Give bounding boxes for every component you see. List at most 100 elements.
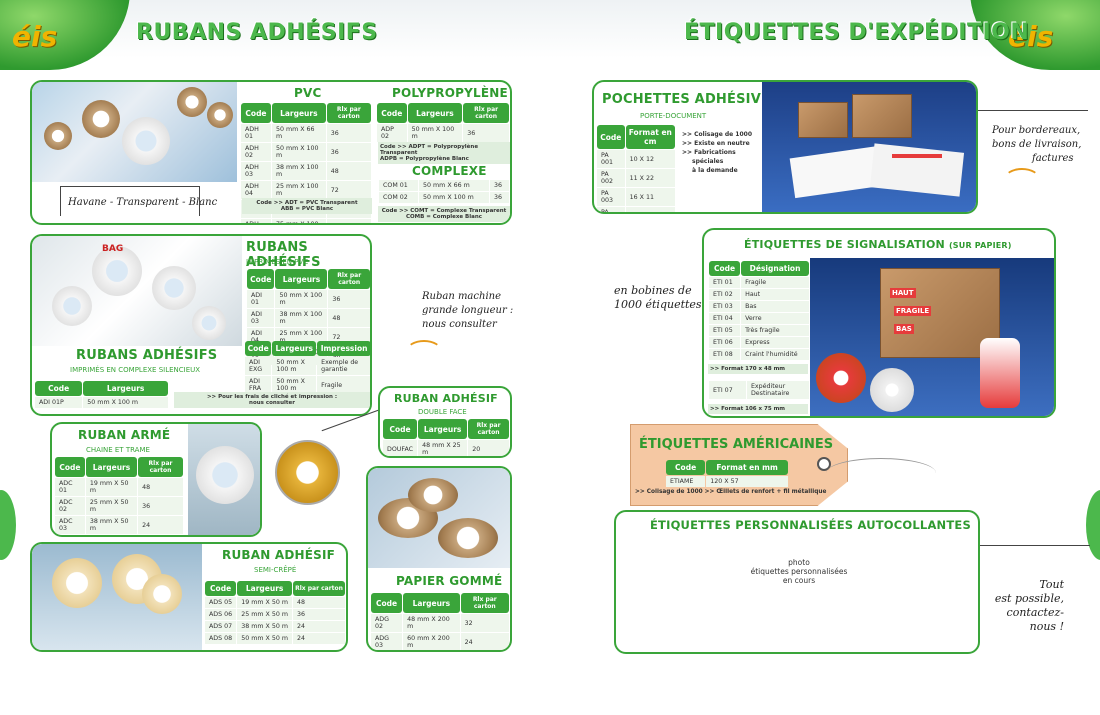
table-cell: ADI 03 xyxy=(247,309,275,327)
table-cell: 32 xyxy=(460,614,509,632)
logo-right-text: éis xyxy=(1008,20,1054,53)
col-header: Désignation xyxy=(741,261,809,276)
col-header: Rlx par carton xyxy=(463,103,509,123)
handnote-bobines: en bobines de 1000 étiquettes xyxy=(614,284,702,312)
imprimes-panel: BAG RUBANS ADHÉSIFS IMPRIMÉS EN PVC Code… xyxy=(30,234,372,416)
table-cell: ADC 03 xyxy=(55,516,85,534)
tape-roll xyxy=(44,122,72,150)
envelope-stripe xyxy=(892,154,942,158)
table-cell: 24 xyxy=(138,516,183,534)
table-cell: ADH 02 xyxy=(241,143,271,161)
arme-photo xyxy=(188,424,260,535)
col-header: Code xyxy=(383,419,418,439)
box xyxy=(798,102,848,138)
pvc-photo xyxy=(32,82,237,182)
personnalisees-panel: ÉTIQUETTES PERSONNALISÉES AUTOCOLLANTES … xyxy=(614,510,980,654)
table-cell: PA 004 xyxy=(597,207,625,212)
table-cell: 36 xyxy=(489,180,509,191)
col-header: Code xyxy=(205,581,237,596)
col-header: Rlx par carton xyxy=(328,269,370,289)
semi-crepe-panel: RUBAN ADHÉSIF SEMI-CRÊPÉ Code Largeurs R… xyxy=(30,542,348,652)
table-cell: 11 X 22 xyxy=(625,169,675,187)
table-cell: 24 xyxy=(293,633,345,644)
table-cell: ADI 01P xyxy=(35,397,83,408)
arme-subtitle: CHAINE ET TRAME xyxy=(86,446,150,454)
table-cell: ETI 03 xyxy=(709,301,741,312)
table-cell: 50 mm X 100 m xyxy=(272,376,317,394)
table-row: ADC 0450 mm X 50 m18 xyxy=(55,535,183,537)
tape-roll xyxy=(152,266,196,310)
table-cell: Verre xyxy=(741,313,809,324)
table-cell: ETI 07 xyxy=(709,381,746,399)
table-cell: 36 xyxy=(138,497,183,515)
col-header: Rlx par carton xyxy=(468,419,509,439)
handnote-line: grande longueur : xyxy=(422,305,514,316)
pochettes-features: >> Colisage de 1000 >> Existe en neutre … xyxy=(682,130,752,175)
handnote-line: nous consulter xyxy=(422,319,497,330)
handnote-tout: Tout est possible, contactez-nous ! xyxy=(994,578,1064,634)
col-header: Format en cm xyxy=(625,125,675,149)
semi-crepe-subtitle: SEMI-CRÊPÉ xyxy=(254,566,297,574)
handnote-colors: Havane - Transparent - Blanc xyxy=(68,197,218,208)
col-header: Rlx par carton xyxy=(460,593,509,613)
col-header: Rlx par carton xyxy=(138,457,183,477)
complexe-title: COMPLEXE xyxy=(412,164,487,178)
feature-line: >> Colisage de 1000 xyxy=(682,131,753,138)
double-face-photo xyxy=(275,440,340,505)
table-cell: ADI FRA xyxy=(245,376,272,394)
pochettes-subtitle: PORTE-DOCUMENT xyxy=(640,112,707,120)
side-tab-right xyxy=(1086,490,1100,560)
handnote-line: 1000 étiquettes xyxy=(614,298,702,311)
side-tab-left xyxy=(0,490,16,560)
tape-roll xyxy=(122,117,170,165)
page-title-left: RUBANS ADHÉSIFS xyxy=(136,20,378,45)
handnote-line: contactez-nous ! xyxy=(1006,606,1064,633)
arrow-curl xyxy=(406,340,442,362)
envelope xyxy=(789,145,885,199)
table-cell: 120 X 57 xyxy=(706,476,788,487)
double-face-panel: RUBAN ADHÉSIF DOUBLE FACE Code Largeurs … xyxy=(378,386,512,458)
table-cell: 36 xyxy=(326,143,371,161)
tape-roll xyxy=(142,574,182,614)
table-row: ADH 1275 mm X 100 m24 xyxy=(241,219,371,223)
handnote-line: Pour bordereaux, xyxy=(992,125,1081,136)
table-cell: 25 mm X 50 m xyxy=(85,497,138,515)
imprimes-note: >> Pour les frais de cliché et impressio… xyxy=(174,392,370,408)
table-cell: ADH 04 xyxy=(241,181,271,199)
page-title-right: ÉTIQUETTES D'EXPÉDITION xyxy=(684,20,1030,45)
table-cell: ADS 07 xyxy=(205,621,237,632)
table-cell: 60 mm X 200 m xyxy=(403,633,460,650)
arrow-curl xyxy=(1004,168,1040,190)
signalisation-title-text: ÉTIQUETTES DE SIGNALISATION xyxy=(744,238,945,251)
table-cell: PA 001 xyxy=(597,150,625,168)
table-cell: ETI 05 xyxy=(709,325,741,336)
table-cell: 24 xyxy=(293,621,345,632)
table-cell: COM 02 xyxy=(379,192,419,203)
table-cell: 48 xyxy=(293,597,345,608)
placeholder-line: photo xyxy=(788,558,810,567)
pvc-title: PVC xyxy=(294,86,322,100)
table-cell: ETI 01 xyxy=(709,277,741,288)
tag-wire xyxy=(826,458,936,488)
